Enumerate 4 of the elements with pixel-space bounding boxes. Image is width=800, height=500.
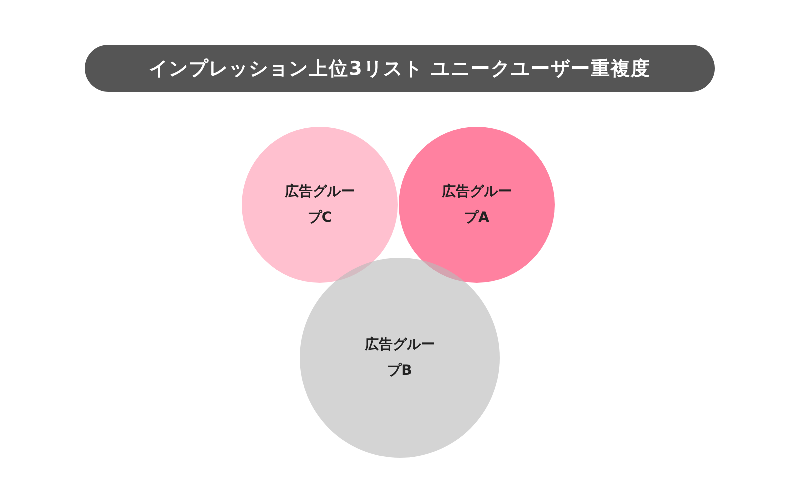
title-banner: インプレッション上位3リスト ユニークユーザー重複度 xyxy=(85,45,715,92)
circle-label: 広告グループA xyxy=(440,182,513,228)
circle-label: 広告グループC xyxy=(284,182,356,228)
circle-label: 広告グループB xyxy=(364,336,436,381)
